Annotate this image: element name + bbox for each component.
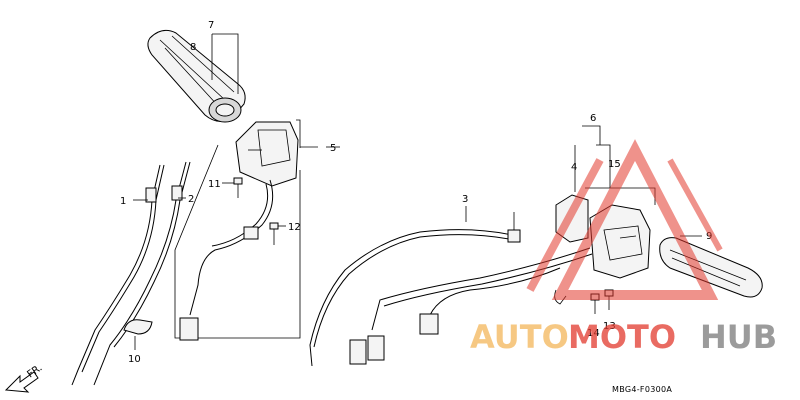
watermark-logo: [526, 139, 723, 300]
right-connector-1: [349, 339, 367, 365]
svg-text:HUB: HUB: [700, 318, 777, 356]
callout-3: 3: [462, 194, 468, 205]
callout-4: 4: [571, 162, 577, 173]
cable-3: [309, 212, 521, 367]
left-connector: [179, 317, 199, 341]
left-switch-housing: [235, 121, 299, 187]
cable-2: [93, 161, 191, 386]
callout-6: 6: [590, 113, 596, 124]
cable-1: [71, 164, 165, 386]
callout-13: 13: [603, 321, 616, 332]
right-connector-3: [419, 313, 439, 335]
svg-text:MOTO: MOTO: [568, 318, 676, 356]
leader-6: [582, 125, 601, 145]
callout-8: 8: [190, 42, 196, 53]
callout-14: 14: [587, 328, 600, 339]
small-connector: [243, 226, 259, 240]
front-arrow-icon: [4, 371, 39, 393]
leader-7: [212, 33, 239, 94]
bolt-12: [269, 222, 279, 245]
bolt-11: [233, 177, 243, 198]
svg-text:AUTO: AUTO: [470, 318, 569, 356]
callout-10: 10: [128, 354, 141, 365]
callout-12: 12: [288, 222, 301, 233]
callout-15: 15: [608, 159, 621, 170]
callout-1: 1: [120, 196, 126, 207]
callout-11: 11: [208, 179, 221, 190]
throttle-grip: [147, 29, 246, 123]
callout-7: 7: [208, 20, 214, 31]
watermark-text: AUTO MOTO HUB: [470, 318, 777, 356]
diagram-code: MBG4-F0300A: [612, 385, 672, 394]
right-connector-2: [367, 335, 385, 361]
clip-10: [123, 319, 153, 335]
callout-5: 5: [330, 143, 336, 154]
callout-2: 2: [188, 194, 194, 205]
